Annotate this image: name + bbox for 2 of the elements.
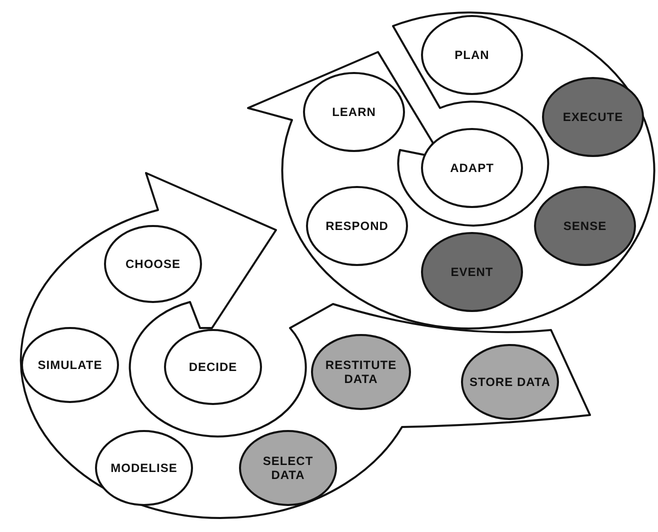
stage-circle: ADAPT [421,128,523,208]
stage-circle: DECIDE [164,329,262,405]
